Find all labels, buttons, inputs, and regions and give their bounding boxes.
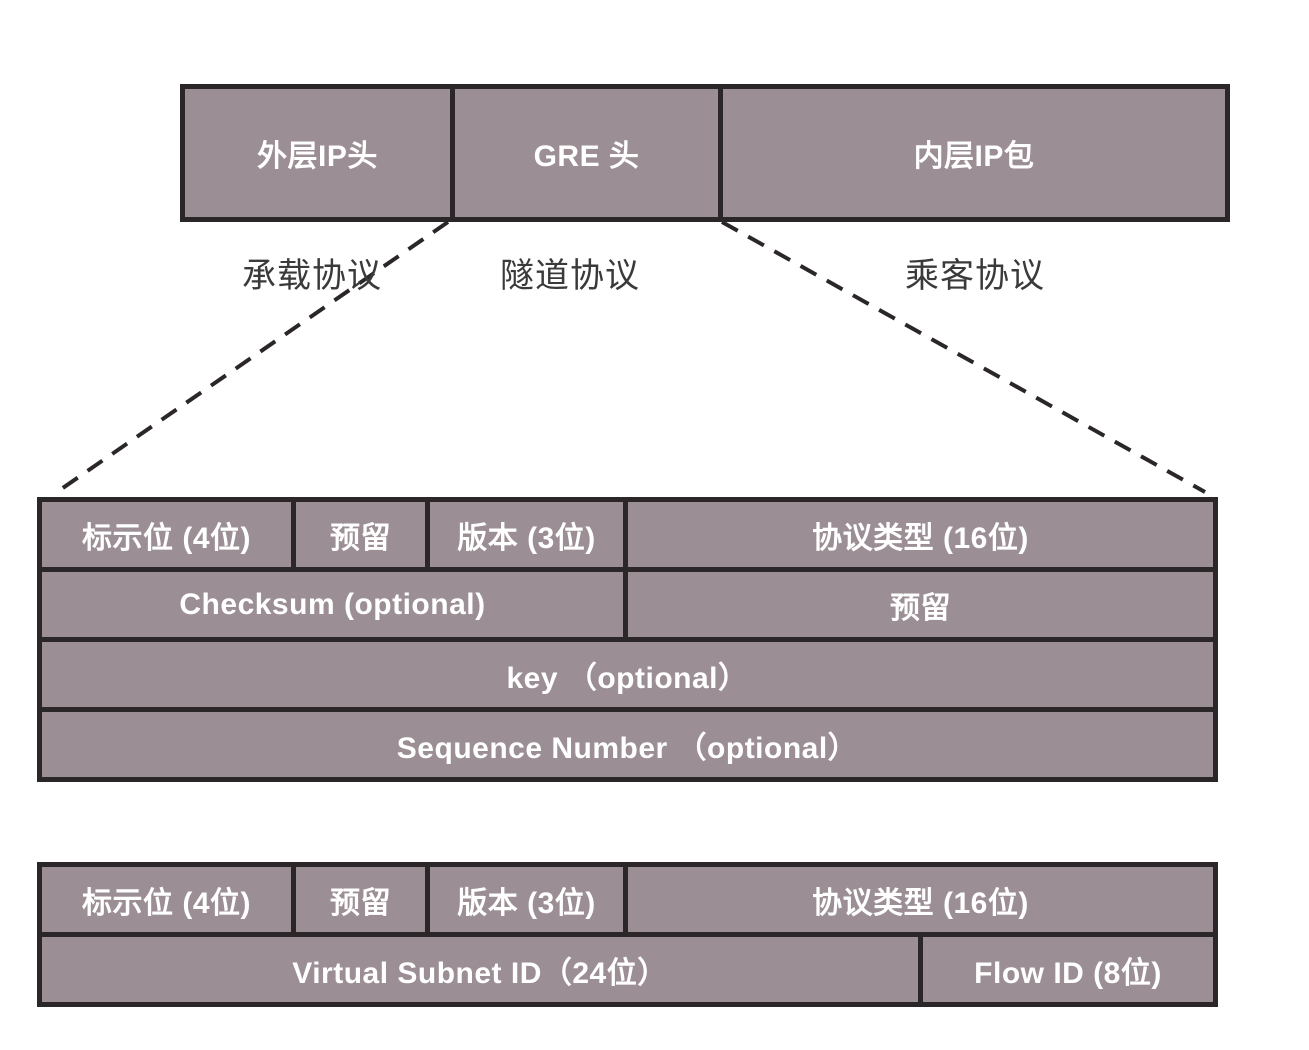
packet-structure: 外层IP头 GRE 头 内层IP包 — [180, 84, 1230, 222]
field-cell-key: key （optional） — [37, 637, 1218, 712]
field-cell-version: 版本 (3位) — [425, 862, 628, 937]
field-cell-version: 版本 (3位) — [425, 497, 628, 572]
field-cell-flags: 标示位 (4位) — [37, 862, 296, 937]
field-cell-reserved: 预留 — [291, 862, 430, 937]
field-cell-virtual-subnet-id: Virtual Subnet ID（24位） — [37, 932, 923, 1007]
field-cell-checksum: Checksum (optional) — [37, 567, 628, 642]
field-cell-flow-id: Flow ID (8位) — [918, 932, 1218, 1007]
label-tunnel-protocol: 隧道协议 — [500, 257, 640, 295]
field-cell-protocol-type: 协议类型 (16位) — [623, 862, 1218, 937]
field-cell-flags: 标示位 (4位) — [37, 497, 296, 572]
nvgre-header-table: 标示位 (4位) 预留 版本 (3位) 协议类型 (16位) Virtual S… — [37, 862, 1218, 1007]
field-cell-sequence-number: Sequence Number （optional） — [37, 707, 1218, 782]
field-cell-protocol-type: 协议类型 (16位) — [623, 497, 1218, 572]
packet-segment-gre-header: GRE 头 — [450, 84, 723, 222]
label-carrier-protocol: 承载协议 — [242, 257, 382, 295]
packet-segment-outer-ip-header: 外层IP头 — [180, 84, 455, 222]
field-cell-reserved: 预留 — [291, 497, 430, 572]
gre-header-detail-table: 标示位 (4位) 预留 版本 (3位) 协议类型 (16位) Checksum … — [37, 497, 1218, 782]
label-passenger-protocol: 乘客协议 — [905, 257, 1045, 295]
field-cell-reserved2: 预留 — [623, 567, 1218, 642]
packet-segment-inner-ip-packet: 内层IP包 — [718, 84, 1230, 222]
